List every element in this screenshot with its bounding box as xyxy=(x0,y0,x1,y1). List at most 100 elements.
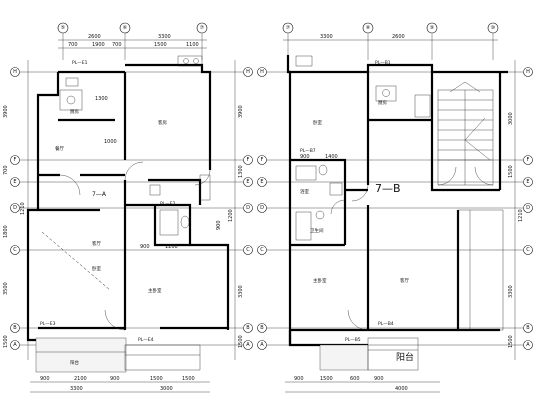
dim-text: 2600 xyxy=(88,34,101,40)
right-bottom-dimensions: 900 1500 600 900 4000 xyxy=(285,376,440,393)
axis-bubble: B xyxy=(260,325,264,331)
room-label: 卧室 xyxy=(92,265,101,272)
dim-text: 1400 xyxy=(325,154,338,160)
unit-tag: 7—B xyxy=(375,182,401,195)
dim-text: 700 xyxy=(112,42,122,48)
dim-text: 1300 xyxy=(238,165,244,178)
right-plan-right-dimensions: 3000 1500 1210 3300 1500 xyxy=(508,112,524,348)
pl-tag: PL—E1 xyxy=(72,60,88,66)
axis-bubble: E xyxy=(526,179,529,185)
dim-text: 2100 xyxy=(74,376,87,382)
right-stairwell xyxy=(437,81,494,186)
pl-tag: PL—B1 xyxy=(375,60,391,66)
pl-tag: PL—B4 xyxy=(378,321,394,327)
axis-bubble: B xyxy=(246,325,250,331)
axis-bubble: C xyxy=(246,247,250,253)
left-bathroom-fixtures xyxy=(149,174,211,236)
dim-text: 900 xyxy=(300,154,310,160)
dim-text: 1210 xyxy=(20,202,26,215)
pl-tag: PL—E4 xyxy=(138,337,154,343)
left-kitchen-fixtures xyxy=(59,55,203,111)
room-label: 主卧室 xyxy=(313,277,327,284)
dim-text: 900 xyxy=(110,376,120,382)
axis-bubble: ⑩ xyxy=(491,25,496,31)
axis-bubble: ⑧ xyxy=(366,25,371,31)
left-plan-right-axis-bubbles: H F E D C B A xyxy=(243,67,253,350)
dashed-line xyxy=(41,231,111,291)
axis-bubble: D xyxy=(13,205,17,211)
right-top-dimensions: 3300 2600 xyxy=(283,34,498,41)
dim-text: 1500 xyxy=(154,42,167,48)
axis-bubble: E xyxy=(246,179,249,185)
axis-bubble: H xyxy=(246,69,250,75)
right-plan: ⑦ ⑧ ⑨ ⑩ 3300 2600 H F E D C B A xyxy=(257,22,533,393)
left-row-axis-bubbles: H F E D C B A xyxy=(10,67,20,350)
dim-text: 700 xyxy=(3,165,9,175)
dim-text: 900 xyxy=(140,244,150,250)
room-label: 厨房 xyxy=(70,108,79,115)
axis-bubble: C xyxy=(260,247,264,253)
left-door-swings xyxy=(59,161,211,331)
room-label: 主卧室 xyxy=(148,287,162,294)
dim-text: 3300 xyxy=(70,386,83,392)
dim-text: 4000 xyxy=(395,386,408,392)
dim-text: 3300 xyxy=(320,34,333,40)
axis-bubble: ⑦ xyxy=(200,25,205,31)
left-side-dimensions: 3900 700 1800 1210 3500 1500 xyxy=(3,105,26,348)
right-inner-dimensions: 900 1400 xyxy=(300,154,338,160)
dim-text: 1500 xyxy=(3,335,9,348)
dim-text: 3300 xyxy=(158,34,171,40)
axis-bubble: H xyxy=(526,69,530,75)
right-plan-left-axis-bubbles: H F E D C B A xyxy=(257,67,267,350)
axis-bubble: A xyxy=(13,342,17,348)
dim-text: 3500 xyxy=(3,282,9,295)
axis-bubble: D xyxy=(260,205,264,211)
axis-bubble: D xyxy=(246,205,250,211)
dim-text: 3000 xyxy=(160,386,173,392)
dim-text: 900 xyxy=(294,376,304,382)
dim-text: 1500 xyxy=(508,165,514,178)
right-door-swings xyxy=(330,184,369,331)
axis-bubble: F xyxy=(261,157,264,163)
room-label: 卧室 xyxy=(313,119,322,126)
room-label: 卫生间 xyxy=(310,227,324,234)
axis-bubble: ⑨ xyxy=(430,25,434,31)
axis-bubble: F xyxy=(247,157,250,163)
pl-tag: PL—E3 xyxy=(40,321,56,327)
left-balcony xyxy=(35,337,201,373)
right-bathroom-fixtures xyxy=(295,164,343,241)
right-walls xyxy=(286,55,508,347)
axis-bubble: ⑤ xyxy=(61,25,65,31)
axis-bubble: ⑥ xyxy=(123,25,128,31)
axis-bubble: C xyxy=(13,247,17,253)
pl-tag: PL—B7 xyxy=(300,148,316,154)
axis-bubble: ⑦ xyxy=(286,25,291,31)
left-walls xyxy=(26,63,230,342)
room-label: 客厅 xyxy=(92,240,101,247)
axis-bubble: F xyxy=(527,157,530,163)
dim-text: 1500 xyxy=(182,376,195,382)
dim-text: 1200 xyxy=(165,244,178,250)
dim-text: 700 xyxy=(68,42,78,48)
unit-tag: 7—A xyxy=(92,191,107,198)
right-balcony xyxy=(319,209,504,371)
dim-text: 1900 xyxy=(92,42,105,48)
left-plan-right-dimensions: 3900 1300 900 1200 3300 1500 xyxy=(216,105,244,348)
axis-bubble: A xyxy=(246,342,250,348)
dim-text: 3900 xyxy=(3,105,9,118)
dim-text: 2600 xyxy=(392,34,405,40)
pl-tag: PL—E2 xyxy=(160,201,176,207)
dim-text: 1500 xyxy=(508,335,514,348)
room-label: 浴室 xyxy=(300,188,309,195)
axis-bubble: B xyxy=(13,325,17,331)
left-inner-dimensions: 1300 1200 900 1000 xyxy=(95,96,178,250)
dim-text: 1500 xyxy=(320,376,333,382)
axis-bubble: E xyxy=(260,179,263,185)
axis-bubble: E xyxy=(13,179,16,185)
left-tags: 7—A PL—E1 PL—E2 PL—E3 PL—E4 xyxy=(40,60,176,343)
room-label: 客厅 xyxy=(400,277,409,284)
dim-text: 1210 xyxy=(518,209,524,222)
right-grid-lines xyxy=(267,60,523,360)
axis-bubble: H xyxy=(260,69,264,75)
